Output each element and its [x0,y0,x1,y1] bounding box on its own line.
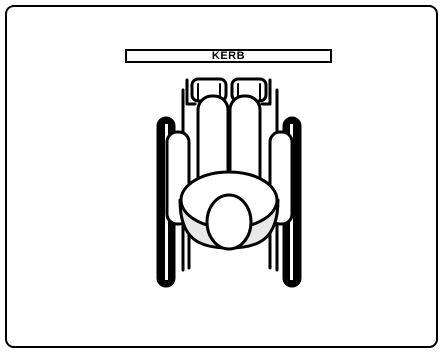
kerb-label: KERB [211,49,246,62]
kerb-label-bar: KERB [125,49,332,63]
right-footrest-frame [260,78,272,106]
left-footrest-frame [185,78,197,106]
head [205,193,253,251]
